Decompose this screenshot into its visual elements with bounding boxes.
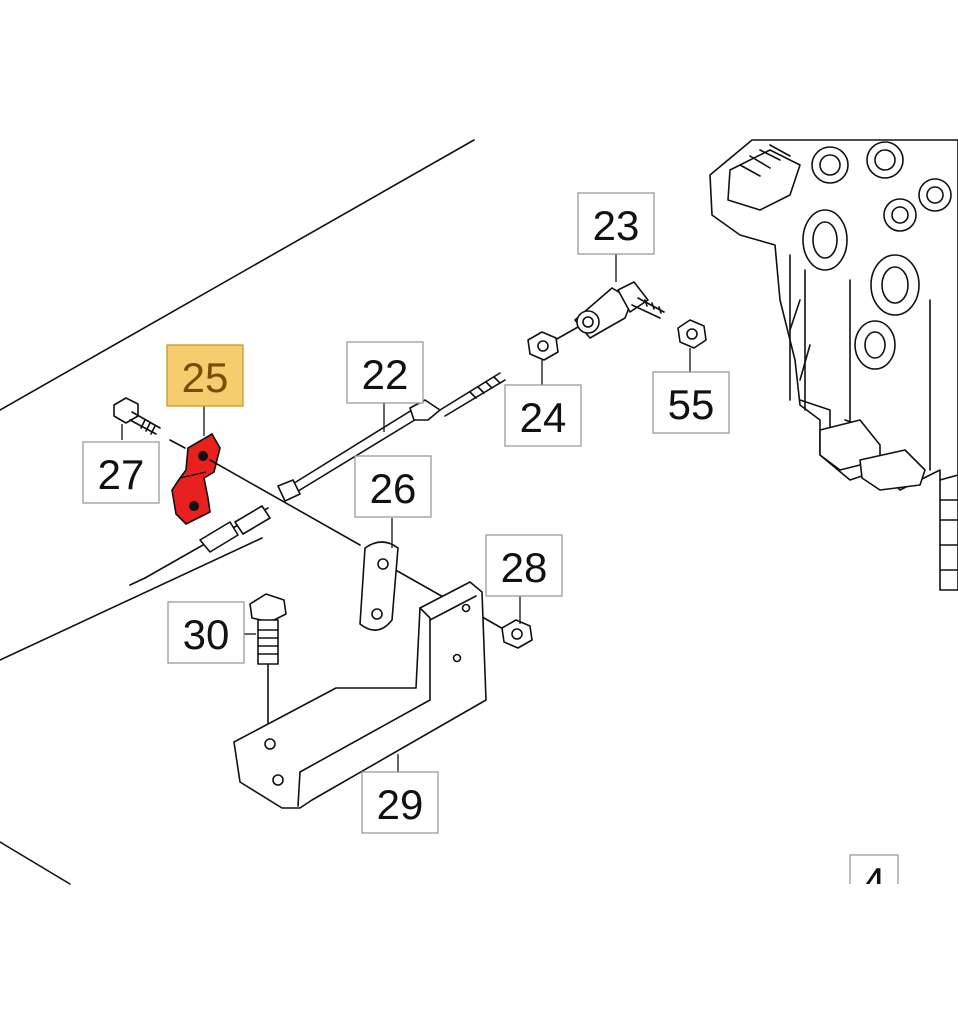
callout-26: 26 [354,455,432,518]
callout-30-label: 30 [183,611,230,658]
bolt-27 [113,397,161,435]
callout-26-label: 26 [370,465,417,512]
callout-25: 25 [166,344,244,407]
callout-23-label: 23 [593,202,640,249]
control-valve-assembly [709,139,958,591]
cable-lower [129,505,271,586]
callout-55: 55 [652,371,730,434]
control-rod-22 [277,372,506,502]
callout-22-label: 22 [362,351,409,398]
callout-22: 22 [346,341,424,404]
callout-27: 27 [82,441,160,504]
clamp-25 [171,432,221,525]
callout-30: 30 [167,601,245,664]
bracket-29 [233,581,487,809]
callout-29: 29 [361,771,439,834]
callout-28-label: 28 [501,544,548,591]
nut-24 [527,331,559,361]
callout-28: 28 [485,534,563,597]
callout-27-label: 27 [98,451,145,498]
leader-lines [121,254,691,780]
callout-24: 24 [504,384,582,447]
callout-25-label: 25 [182,354,229,401]
nut-55 [677,319,707,349]
callout-55-label: 55 [668,381,715,428]
callout-29-label: 29 [377,781,424,828]
ball-joint-23 [554,281,665,341]
link-plate-26 [359,541,399,631]
bolt-30 [249,593,287,741]
callout-24-label: 24 [520,394,567,441]
callout-23: 23 [577,192,655,255]
frame-lines [0,139,475,885]
crop-mask [840,884,920,914]
nut-28 [501,619,533,649]
